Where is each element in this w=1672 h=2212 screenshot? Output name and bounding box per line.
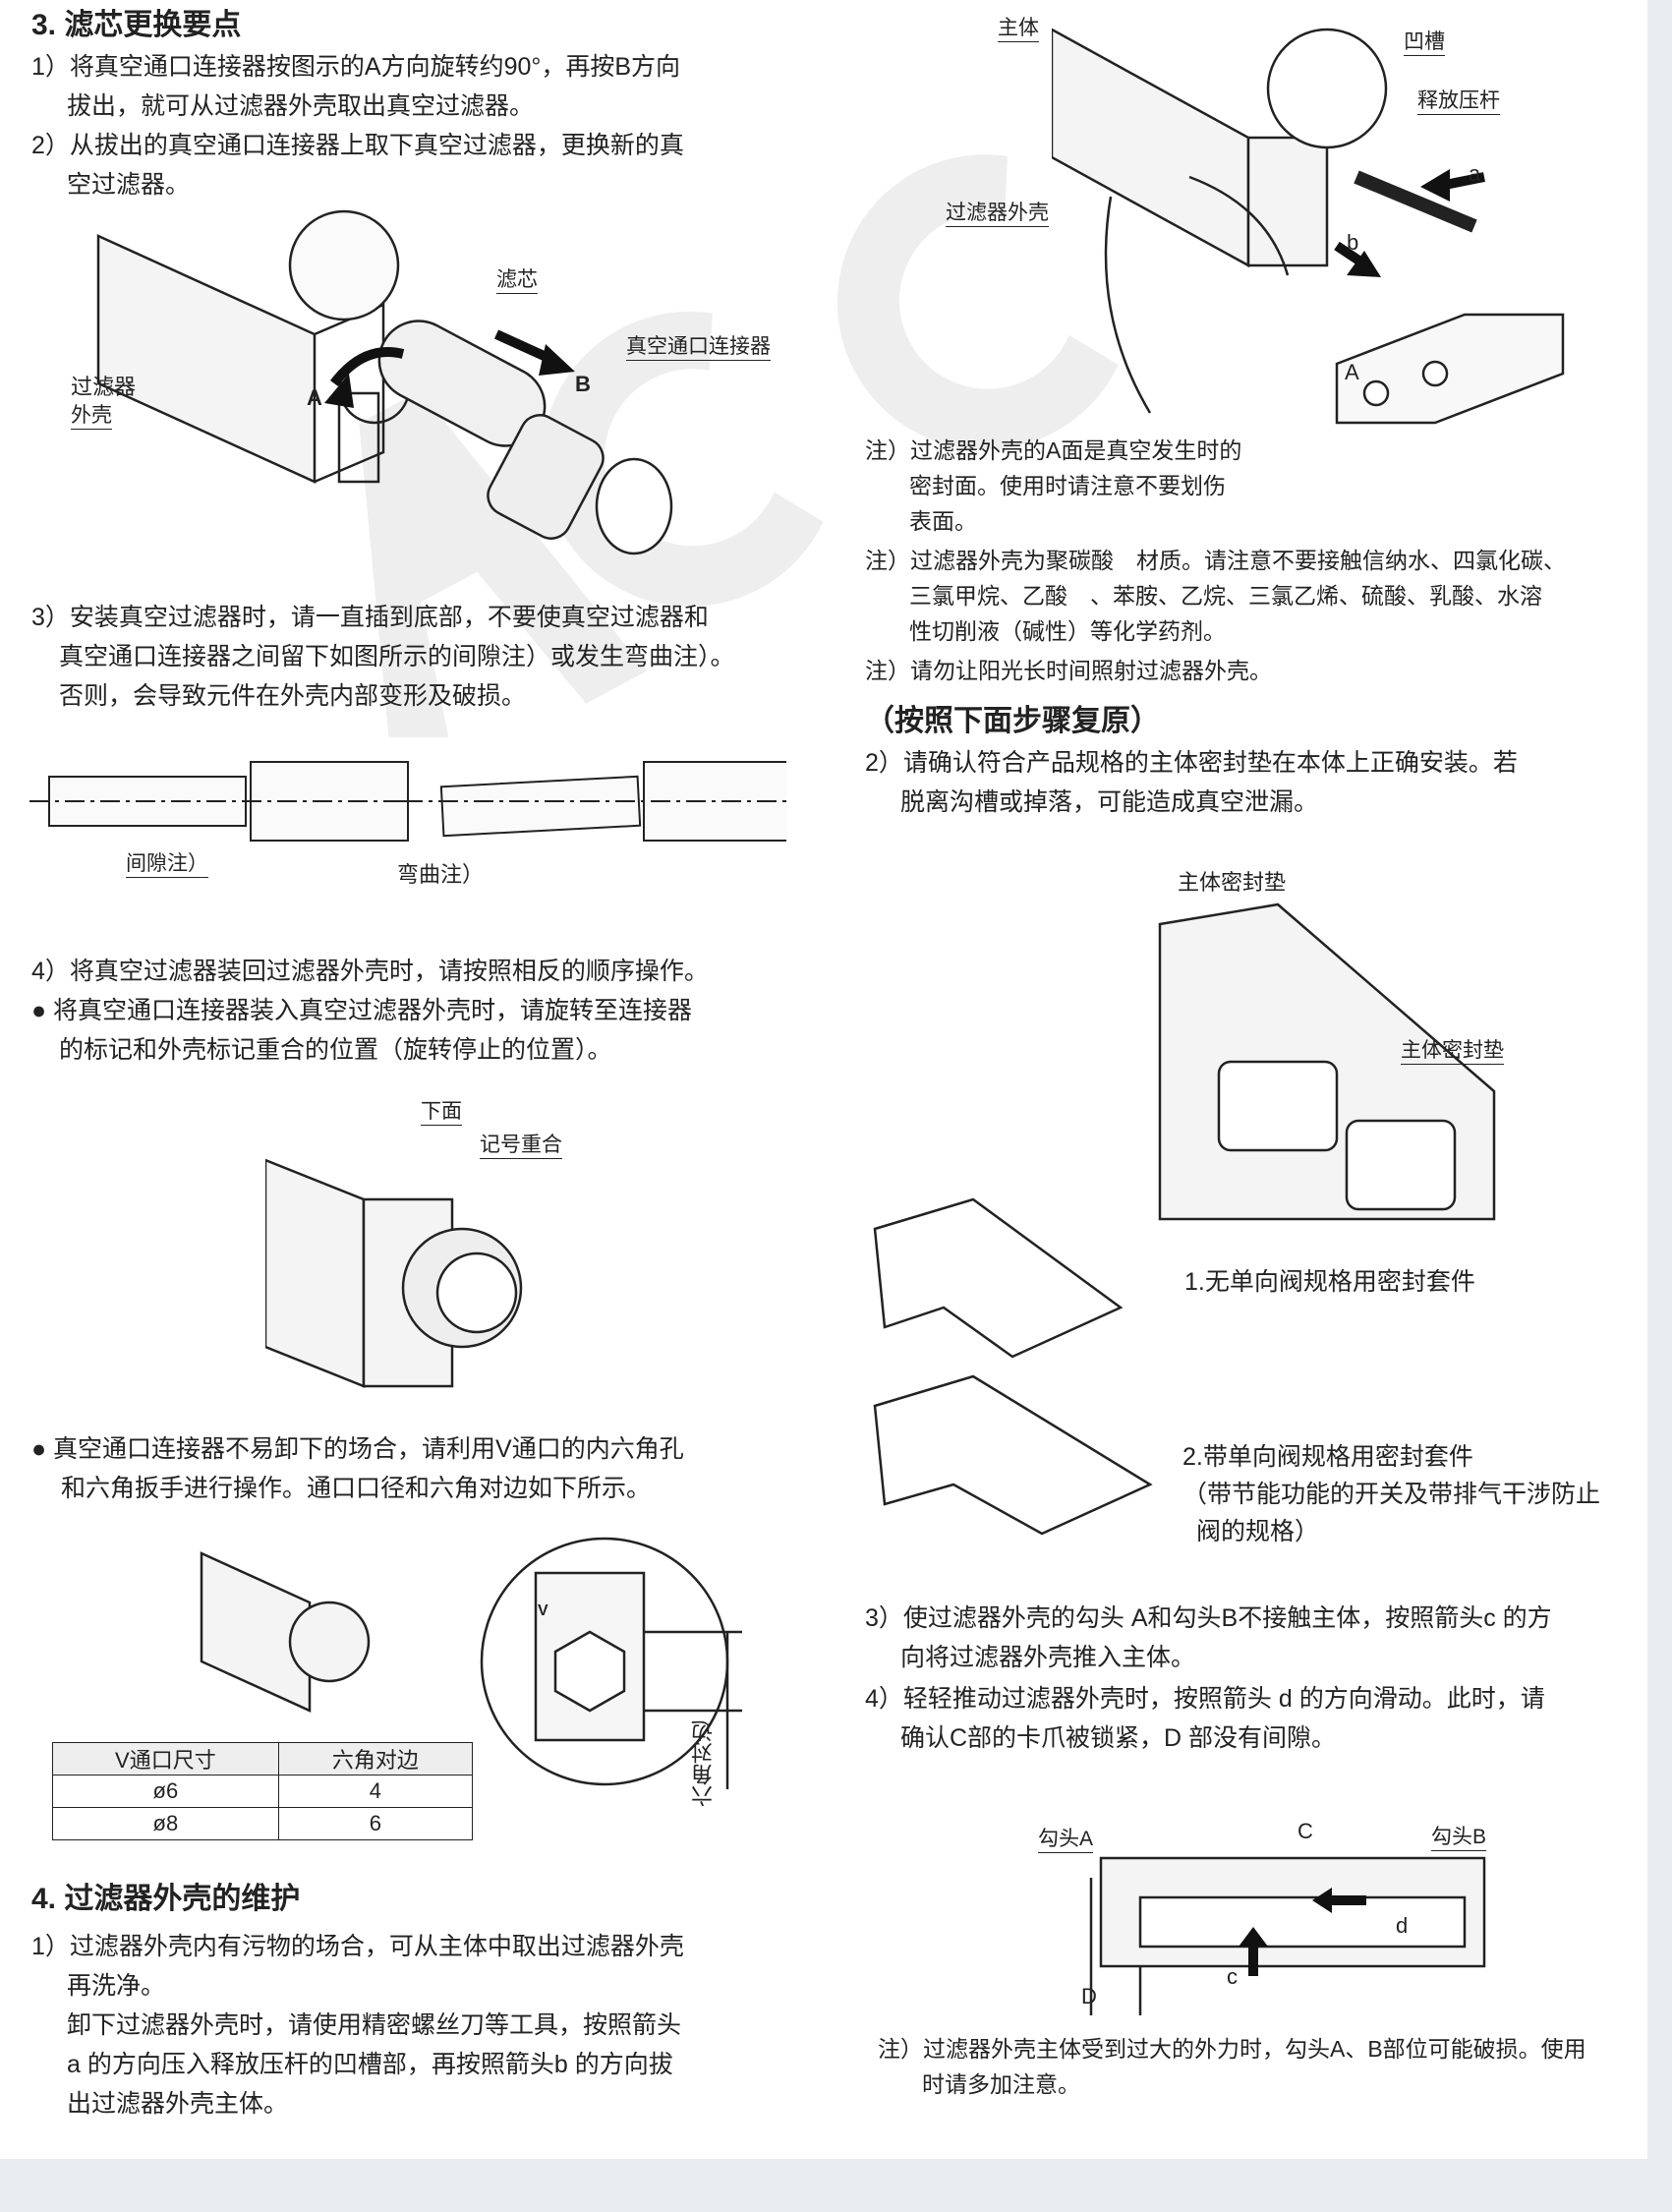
step-3-line: 3）安装真空过滤器时，请一直插到底部，不要使真空过滤器和 (31, 604, 709, 631)
note-line: 三氯甲烷、乙酸 、苯胺、乙烷、三氯乙烯、硫酸、乳酸、水溶 (909, 583, 1542, 609)
gap-label: 间隙注） (126, 847, 208, 878)
arrow-a-label: A (307, 385, 322, 410)
kit-1-label: 1.无单向阀规格用密封套件 (1184, 1268, 1475, 1296)
step-3-line: 否则，会导致元件在外壳内部变形及破损。 (59, 682, 527, 710)
step-4-bullet: ● 将真空通口连接器装入真空过滤器外壳时，请旋转至连接器 (31, 997, 693, 1024)
part-c-label: C (1297, 1819, 1313, 1843)
step-3-line: 真空通口连接器之间留下如图所示的间隙注）或发生弯曲注）。 (59, 643, 735, 670)
mark-alignment-illustration (265, 1158, 523, 1388)
restore-line: 确认C部的卡爪被锁紧，D 部没有间隙。 (900, 1724, 1337, 1752)
maintenance-line: 再洗净。 (67, 1972, 166, 2000)
hook-a-label: 勾头A (1038, 1823, 1094, 1853)
gasket-label-1: 主体密封垫 (1178, 870, 1287, 895)
restore-line: 向将过滤器外壳推入主体。 (900, 1644, 1196, 1671)
note-line: 注）过滤器外壳的A面是真空发生时的 (865, 437, 1242, 463)
table-cell: 6 (277, 1807, 474, 1840)
housing-install-illustration (1089, 1856, 1486, 2015)
hex-note: ● 真空通口连接器不易卸下的场合，请利用V通口的内六角孔和六角扳手进行操作。通口… (31, 1429, 818, 1508)
housing-label: 过滤器外壳 (946, 197, 1049, 227)
note-line: 时请多加注意。 (922, 2071, 1080, 2097)
arrow-b-label: b (1347, 230, 1359, 255)
note-line: 性切削液（碱性）等化学药剂。 (909, 618, 1226, 644)
section-3-title: 3. 滤芯更换要点 (31, 9, 242, 41)
note-line: 表面。 (909, 508, 977, 534)
kit-2-line: （带节能功能的开关及带排气干涉防止 (1182, 1481, 1601, 1508)
maintenance-step-1: 1）过滤器外壳内有污物的场合，可从主体中取出过滤器外壳再洗净。卸下过滤器外壳时，… (31, 1927, 818, 2124)
step-1: 1）将真空通口连接器按图示的A方向旋转约90°，再按B方向拔出，就可从过滤器外壳… (31, 47, 808, 204)
table-header: V通口尺寸 (52, 1742, 279, 1775)
step-3: 3）安装真空过滤器时，请一直插到底部，不要使真空过滤器和真空通口连接器之间留下如… (31, 598, 818, 716)
note-line: 密封面。使用时请注意不要划伤 (909, 473, 1226, 498)
restore-step-3: 3）使过滤器外壳的勾头 A和勾头B不接触主体，按照箭头c 的方向将过滤器外壳推入… (865, 1599, 1651, 1758)
maintenance-line: 1）过滤器外壳内有污物的场合，可从主体中取出过滤器外壳 (31, 1933, 684, 1960)
table-header: 六角对边 (277, 1742, 474, 1775)
gap-bend-illustration (29, 761, 786, 842)
release-lever-label: 释放压杆 (1417, 85, 1500, 115)
final-note: 注）过滤器外壳主体受到过大的外力时，勾头A、B部位可能破损。使用时请多加注意。 (878, 2031, 1654, 2102)
connector-label: 真空通口连接器 (626, 330, 771, 361)
step-2-line: 空过滤器。 (67, 171, 191, 199)
note-line: 注）请勿让阳光长时间照射过滤器外壳。 (865, 658, 1272, 683)
restore-line: 3）使过滤器外壳的勾头 A和勾头B不接触主体，按照箭头c 的方 (865, 1604, 1552, 1632)
step-2-line: 2）从拔出的真空通口连接器上取下真空过滤器，更换新的真 (31, 132, 684, 159)
v-mark-label: V (538, 1602, 548, 1619)
bottom-face-label: 下面 (421, 1095, 462, 1126)
face-a-label: A (1345, 360, 1359, 384)
arrow-d-label: d (1396, 1913, 1409, 1938)
notes: 注）过滤器外壳的A面是真空发生时的密封面。使用时请注意不要划伤表面。 注）过滤器… (865, 433, 1651, 688)
maintenance-line: a 的方向压入释放压杆的凹槽部，再按照箭头b 的方向拔 (67, 2051, 673, 2078)
groove-label: 凹槽 (1404, 26, 1445, 56)
restore-step-2: 2）请确认符合产品规格的主体密封垫在本体上正确安装。若脱离沟槽或掉落，可能造成真… (865, 743, 1651, 822)
arrow-a-label: a (1469, 161, 1481, 186)
gasket-illustration (873, 902, 1496, 1536)
restore-line: 2）请确认符合产品规格的主体密封垫在本体上正确安装。若 (865, 749, 1518, 777)
housing-removal-illustration (1052, 28, 1565, 425)
table-cell: ø8 (52, 1807, 279, 1840)
arrow-c-label: c (1227, 1964, 1238, 1989)
housing-label-1: 过滤器 (71, 375, 137, 399)
step-4-line: 4）将真空过滤器装回过滤器外壳时，请按照相反的顺序操作。 (31, 958, 709, 985)
hook-b-label: 勾头B (1431, 1821, 1487, 1851)
hex-note-line: ● 真空通口连接器不易卸下的场合，请利用V通口的内六角孔 (31, 1435, 684, 1463)
maintenance-line: 卸下过滤器外壳时，请使用精密螺丝刀等工具，按照箭头 (67, 2011, 682, 2039)
part-d-label: D (1081, 1984, 1097, 2008)
step-1-line: 拔出，就可从过滤器外壳取出真空过滤器。 (67, 92, 535, 120)
arrow-b-label: B (575, 372, 591, 396)
gasket-label-2: 主体密封垫 (1401, 1034, 1504, 1065)
restore-line: 4）轻轻推动过滤器外壳时，按照箭头 d 的方向滑动。此时，请 (865, 1685, 1545, 1713)
restore-line: 脱离沟槽或掉落，可能造成真空泄漏。 (900, 788, 1319, 816)
hex-note-line: 和六角扳手进行操作。通口口径和六角对边如下所示。 (61, 1475, 652, 1502)
housing-label-2: 外壳 (71, 399, 112, 430)
kit-2-label: 2.带单向阀规格用密封套件 （带节能功能的开关及带排气干涉防止阀的规格） (1182, 1438, 1600, 1550)
table-cell: ø6 (52, 1775, 279, 1808)
bend-label: 弯曲注） (397, 862, 485, 887)
kit-2-line: 2.带单向阀规格用密封套件 (1182, 1443, 1473, 1471)
filter-replacement-illustration (96, 209, 673, 555)
note-line: 注）过滤器外壳主体受到过大的外力时，勾头A、B部位可能破损。使用 (878, 2036, 1586, 2062)
restore-heading: （按照下面步骤复原） (865, 705, 1160, 737)
kit-2-line: 阀的规格） (1196, 1518, 1320, 1545)
document-page: 3. 滤芯更换要点 1）将真空通口连接器按图示的A方向旋转约90°，再按B方向拔… (0, 0, 1647, 2159)
body-label: 主体 (998, 12, 1039, 42)
section-4-title: 4. 过滤器外壳的维护 (31, 1883, 301, 1915)
hex-port-illustration (200, 1537, 742, 1789)
filter-element-label: 滤芯 (496, 263, 538, 294)
step-1-line: 1）将真空通口连接器按图示的A方向旋转约90°，再按B方向 (31, 53, 681, 81)
step-4: 4）将真空过滤器装回过滤器外壳时，请按照相反的顺序操作。 ● 将真空通口连接器装入… (31, 952, 818, 1070)
hex-flat-label: 六角对边 (691, 1720, 716, 1807)
note-line: 注）过滤器外壳为聚碳酸 材质。请注意不要接触信纳水、四氯化碳、 (865, 548, 1566, 573)
step-4-bullet-line: 的标记和外壳标记重合的位置（旋转停止的位置）。 (59, 1036, 612, 1064)
maintenance-line: 出过滤器外壳主体。 (67, 2090, 289, 2118)
table-cell: 4 (277, 1775, 474, 1808)
mark-align-label: 记号重合 (480, 1129, 562, 1159)
